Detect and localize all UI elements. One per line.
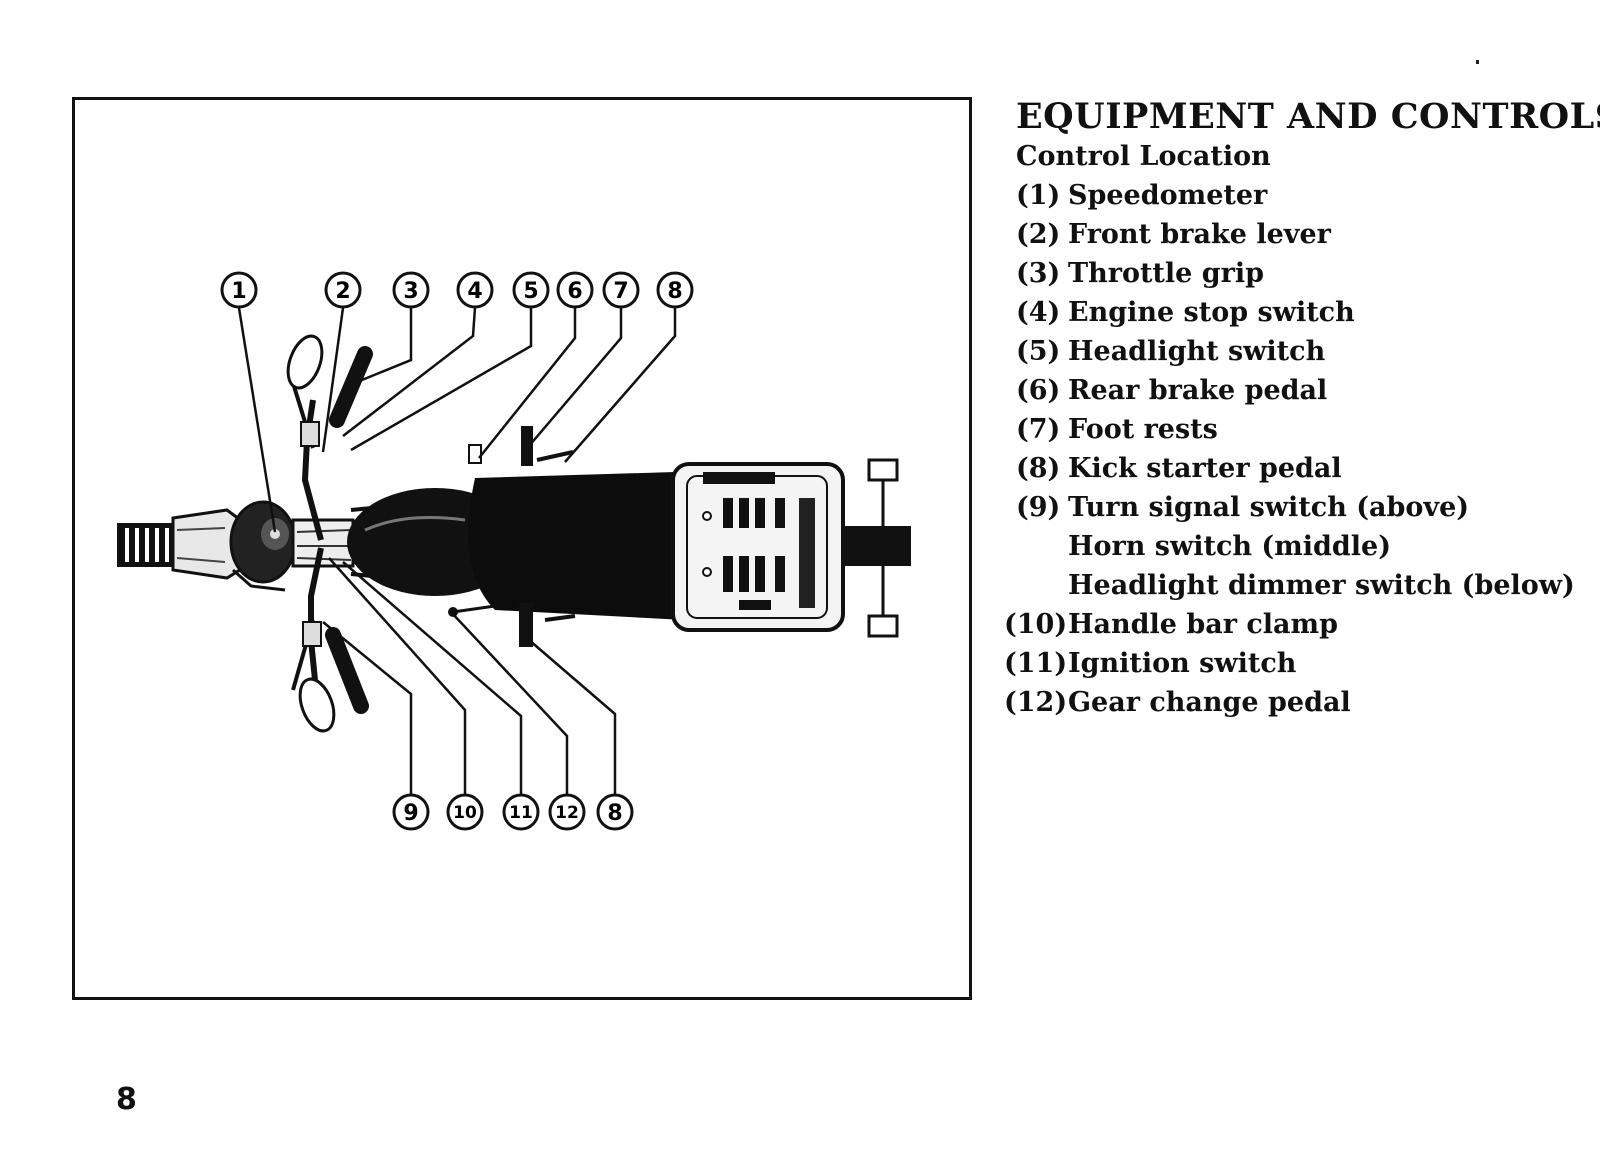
seat xyxy=(468,472,685,620)
legend-item-11: (11)Ignition switch xyxy=(1004,648,1297,679)
legend-item-3: (3)Throttle grip xyxy=(1016,258,1264,289)
mirror-lower xyxy=(298,677,336,733)
control-legend-list: (1)Speedometer (2)Front brake lever (3)T… xyxy=(1004,176,1586,722)
svg-text:3: 3 xyxy=(403,279,418,304)
legend-item-5: (5)Headlight switch xyxy=(1016,336,1326,367)
svg-text:8: 8 xyxy=(607,801,622,826)
callout-12: 12 xyxy=(548,793,586,831)
throttle-grip xyxy=(329,346,373,428)
callout-11: 11 xyxy=(502,793,540,831)
section-heading: EQUIPMENT AND CONTROLS xyxy=(1016,96,1600,137)
legend-item-2: (2)Front brake lever xyxy=(1016,219,1331,250)
mirror-upper xyxy=(286,334,324,390)
svg-text:2: 2 xyxy=(335,279,350,304)
legend-item-9-horn: Horn switch (middle) xyxy=(1068,531,1391,562)
callout-3: 3 xyxy=(392,271,430,309)
callout-7: 7 xyxy=(602,271,640,309)
rear-turn-signal-upper xyxy=(867,458,899,482)
legend-item-12: (12)Gear change pedal xyxy=(1004,687,1351,718)
svg-text:1: 1 xyxy=(231,279,246,304)
svg-text:8: 8 xyxy=(667,279,682,304)
legend-item-6: (6)Rear brake pedal xyxy=(1016,375,1328,406)
handlebar-left xyxy=(301,399,324,541)
callout-10: 10 xyxy=(446,793,484,831)
motorcycle-diagram: 1 2 3 4 5 6 7 xyxy=(117,271,911,831)
controls-text-column: EQUIPMENT AND CONTROLS Control Location … xyxy=(1004,96,1600,722)
callout-5: 5 xyxy=(512,271,550,309)
callout-8-bottom: 8 xyxy=(596,793,634,831)
svg-text:9: 9 xyxy=(403,801,418,826)
legend-item-8: (8)Kick starter pedal xyxy=(1016,453,1342,484)
rear-rack-slots xyxy=(723,498,785,610)
legend-item-9: (9)Turn signal switch (above) xyxy=(1016,492,1470,523)
control-location-subheading: Control Location xyxy=(1016,141,1271,172)
rear-brake-pedal xyxy=(468,444,482,464)
callout-9: 9 xyxy=(392,793,430,831)
legend-item-10: (10)Handle bar clamp xyxy=(1004,609,1338,640)
kick-starter-lower xyxy=(544,614,576,622)
svg-text:12: 12 xyxy=(555,803,579,823)
legend-item-7: (7)Foot rests xyxy=(1016,414,1218,445)
svg-text:6: 6 xyxy=(567,279,582,304)
legend-item-9-dimmer: Headlight dimmer switch (below) xyxy=(1068,570,1575,601)
left-grip xyxy=(325,627,369,714)
svg-text:7: 7 xyxy=(613,279,628,304)
callout-2: 2 xyxy=(324,271,362,309)
motorcycle-top-view-figure: 1 2 3 4 5 6 7 xyxy=(72,97,972,1000)
legend-item-4: (4)Engine stop switch xyxy=(1016,297,1355,328)
page-number: 8 xyxy=(116,1082,137,1117)
svg-text:10: 10 xyxy=(453,803,477,823)
top-callouts: 1 2 3 4 5 6 7 xyxy=(220,271,694,309)
legend-item-1: (1)Speedometer xyxy=(1016,180,1268,211)
callout-4: 4 xyxy=(456,271,494,309)
kick-starter-upper xyxy=(536,450,574,462)
foot-rest-upper xyxy=(521,426,533,466)
handlebar-right xyxy=(308,547,324,681)
callout-8-top: 8 xyxy=(656,271,694,309)
leader-lines xyxy=(237,307,677,794)
svg-text:5: 5 xyxy=(523,279,538,304)
scan-speck xyxy=(1476,60,1479,64)
callout-1: 1 xyxy=(220,271,258,309)
callout-6: 6 xyxy=(556,271,594,309)
svg-text:4: 4 xyxy=(467,279,482,304)
foot-rest-lower xyxy=(519,603,533,647)
front-tire xyxy=(117,523,175,567)
rear-tire xyxy=(845,526,911,566)
svg-text:11: 11 xyxy=(509,803,533,823)
bottom-callouts: 9 10 11 12 8 xyxy=(392,793,634,831)
rear-turn-signal-lower xyxy=(867,614,899,638)
gear-change-pedal xyxy=(452,604,496,614)
